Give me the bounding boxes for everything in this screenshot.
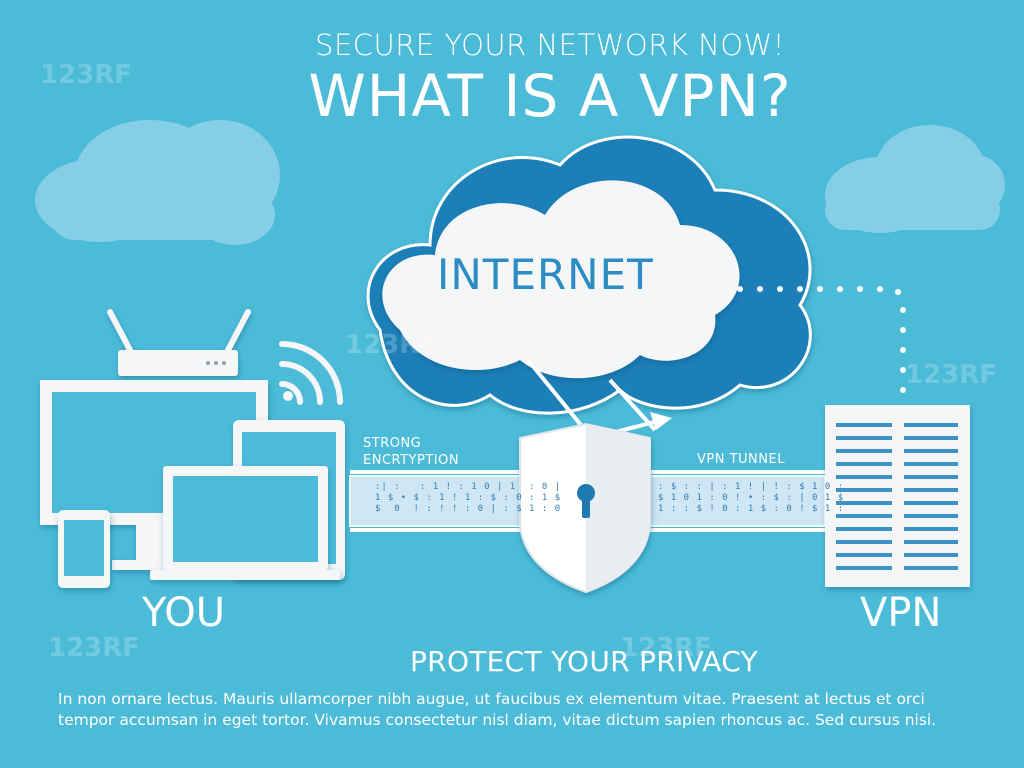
router-icon <box>107 309 251 376</box>
wifi-dot <box>283 391 293 401</box>
data-stream-left: :| : : 1 ! : 1 0 | 1 : 0 | 1 $ • $ : 1 !… <box>375 482 562 514</box>
keyhole-icon <box>577 484 595 518</box>
footer-body-line1: In non ornare lectus. Mauris ullamcorper… <box>58 690 925 708</box>
data-stream-right: : $ : : | : 1 ! | ! : $ 1 0 : $ 1 0 1 : … <box>658 482 845 514</box>
arrow-head <box>650 412 672 430</box>
laptop-icon <box>150 466 340 580</box>
encryption-label: STRONG ENCRTYPTION <box>363 435 459 469</box>
vpn-server-icon <box>825 405 970 587</box>
footer-body: In non ornare lectus. Mauris ullamcorper… <box>58 689 998 731</box>
tunnel-label: VPN TUNNEL <box>697 452 785 467</box>
watermark: 123RF <box>905 360 998 390</box>
vpn-label: VPN <box>860 590 942 636</box>
phone-icon <box>58 510 110 588</box>
header-title: WHAT IS A VPN? <box>308 62 792 130</box>
footer-body-line2: tempor accumsan in eget tortor. Vivamus … <box>58 711 937 729</box>
wifi-icon <box>279 341 343 405</box>
encryption-label-line2: ENCRTYPTION <box>363 453 460 468</box>
watermark: 123RF <box>620 633 713 663</box>
watermark: 123RF <box>40 60 133 90</box>
monitor-icon <box>40 380 268 570</box>
footer-title: PROTECT YOUR PRIVACY <box>410 645 758 678</box>
watermark: 123RF <box>345 330 438 360</box>
header-subtitle: SECURE YOUR NETWORK NOW! <box>315 28 785 62</box>
watermark: 123RF <box>48 633 141 663</box>
internet-cloud-front <box>382 180 740 379</box>
you-label: YOU <box>142 590 226 636</box>
dotted-connector <box>737 286 906 393</box>
right-sky-cloud <box>825 125 1005 233</box>
internet-label: INTERNET <box>437 250 654 299</box>
encryption-label-line1: STRONG <box>363 436 422 451</box>
left-sky-cloud <box>35 120 280 245</box>
